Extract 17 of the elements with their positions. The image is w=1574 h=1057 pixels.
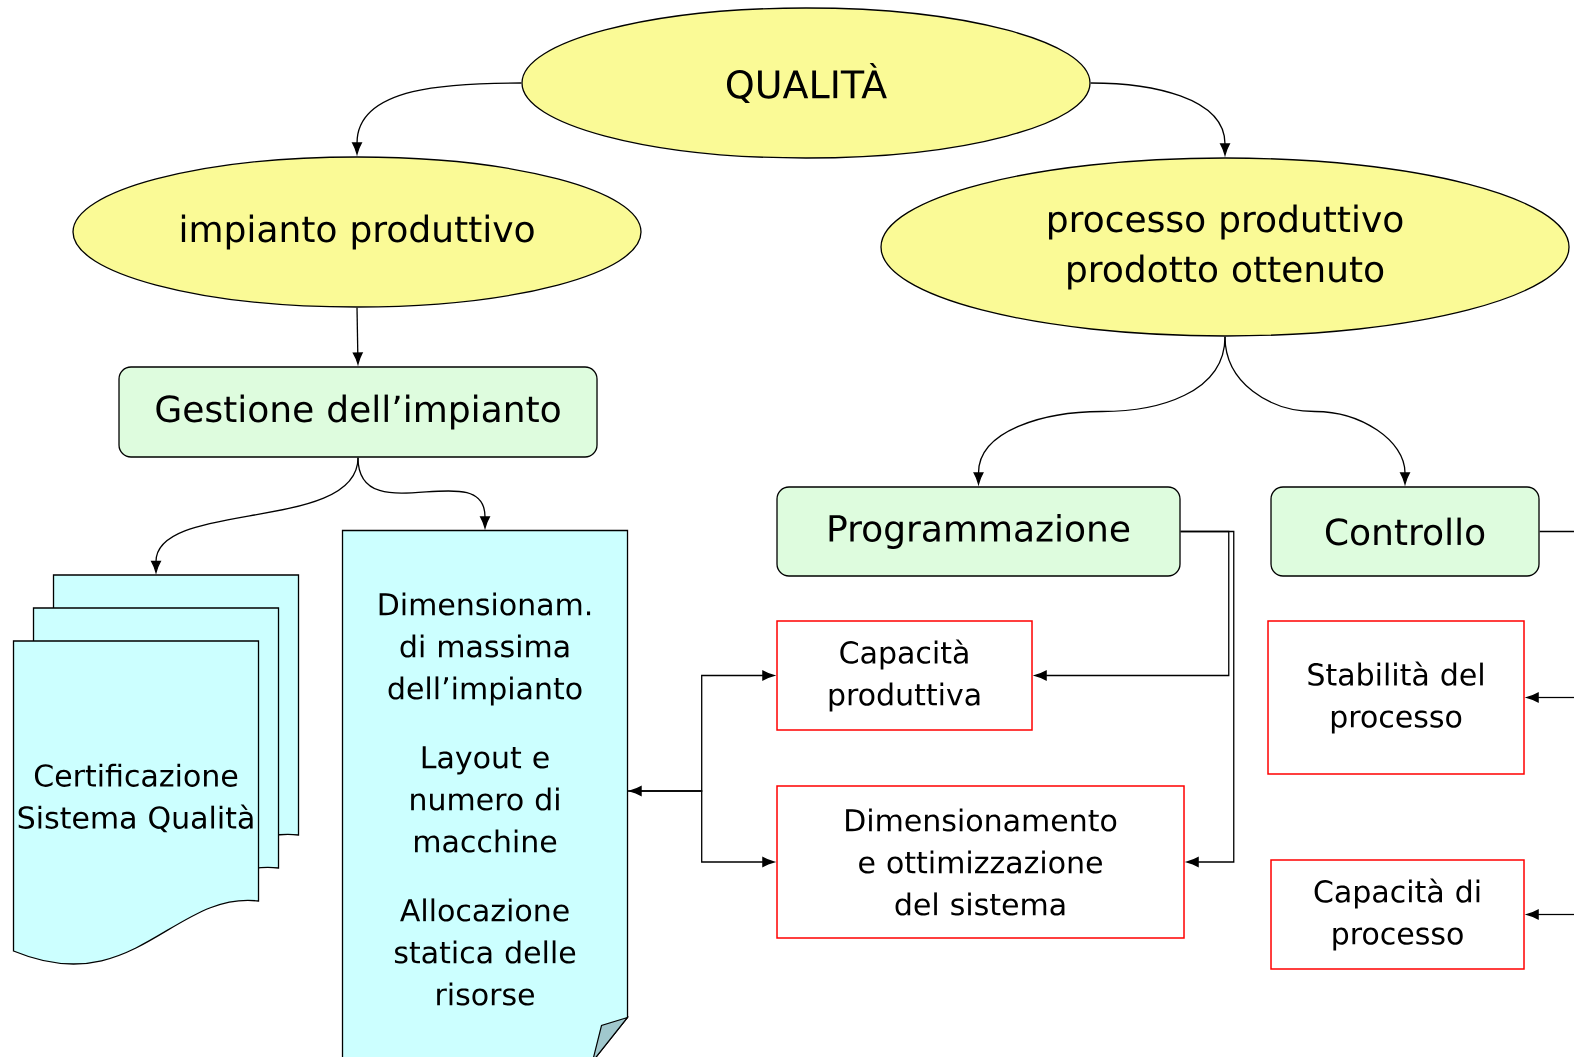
arrow	[1180, 530, 1235, 867]
process-box: Programmazione	[776, 486, 1181, 577]
arrow	[1034, 530, 1230, 681]
arrow	[1526, 909, 1574, 920]
process-box: Controllo	[1270, 486, 1540, 577]
process-box: Gestione dell’impianto	[118, 366, 598, 458]
arrow	[352, 82, 522, 155]
arrow	[357, 457, 490, 529]
arrow	[627, 790, 775, 867]
outcome-box: Stabilità del processo	[1267, 620, 1525, 775]
outcome-box: Dimensionamento e ottimizzazione del sistema	[776, 785, 1185, 939]
arrow	[1526, 692, 1574, 703]
arrow	[1224, 336, 1410, 485]
arrow	[352, 307, 363, 365]
arrow	[1090, 82, 1230, 156]
outcome-box: Capacità produttiva	[776, 620, 1033, 731]
outcome-box: Capacità di processo	[1270, 859, 1525, 970]
